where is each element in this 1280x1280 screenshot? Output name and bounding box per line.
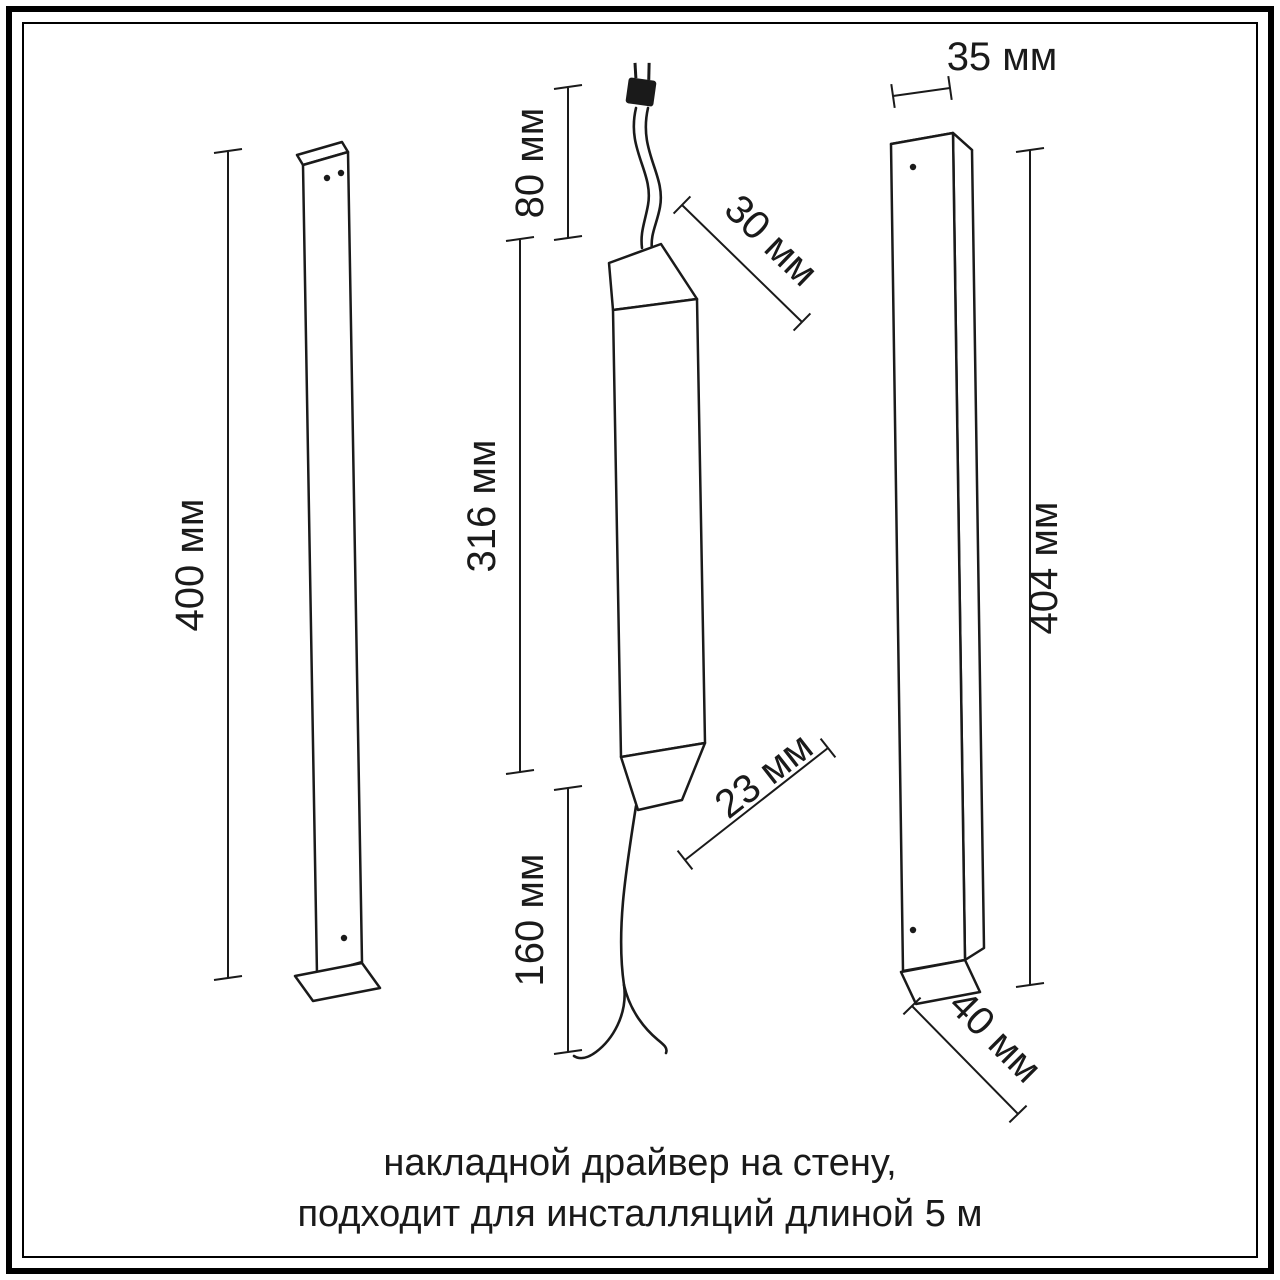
screw-hole	[909, 926, 917, 934]
driver-bottom-wire	[619, 804, 638, 987]
dimension-label-316mm: 316 мм	[460, 440, 504, 573]
driver-bottom-wedge	[619, 741, 707, 812]
outer-frame-line	[6, 6, 1274, 1274]
right-profile-front-face	[889, 131, 967, 973]
dimension-label-35mm: 35 мм	[947, 35, 1058, 79]
dimension-driver-height: 316 мм	[460, 236, 535, 775]
dimension-label-40mm: 40 мм	[941, 982, 1050, 1091]
screw-hole	[337, 169, 345, 177]
dimension-label-80mm: 80 мм	[508, 108, 552, 219]
dimension-label-400mm: 400 мм	[168, 499, 212, 632]
dimension-left-height: 400 мм	[168, 148, 243, 981]
dimension-label-404mm: 404 мм	[1022, 502, 1066, 635]
left-profile-figure: 400 мм	[168, 140, 382, 1003]
dimension-label-160mm: 160 мм	[508, 854, 552, 987]
screw-hole	[340, 934, 348, 942]
right-profile-figure: 35 мм 404 мм 40 мм	[889, 35, 1066, 1124]
caption-block: накладной драйвер на стену, подходит для…	[297, 1142, 982, 1235]
caption-line-1: накладной драйвер на стену,	[383, 1142, 896, 1184]
page-frame	[6, 6, 1274, 1274]
driver-bottom-wire-strand	[572, 983, 626, 1060]
dimension-label-30mm: 30 мм	[716, 186, 826, 294]
driver-top-wire-strand	[644, 106, 663, 252]
driver-bottom-wire-strand	[622, 983, 668, 1055]
screw-hole	[909, 163, 917, 171]
left-profile-foot-plate	[293, 961, 382, 1003]
dimension-right-height: 404 мм	[1015, 147, 1066, 988]
left-profile-front-face	[301, 150, 364, 977]
wire-connector-plug	[625, 62, 657, 107]
dimension-right-width: 35 мм	[890, 35, 1058, 109]
connector-body	[625, 77, 657, 107]
dimension-top-wire-length: 80 мм	[508, 84, 583, 241]
caption-line-2: подходит для инсталляций длиной 5 м	[297, 1193, 982, 1235]
dimension-label-23mm: 23 мм	[707, 724, 821, 827]
right-profile-foot-plate	[899, 958, 982, 1006]
connector-pin	[633, 62, 638, 79]
driver-top-wire-strand	[632, 106, 651, 250]
driver-figure: 80 мм 316 мм 160 мм 30 мм 23	[460, 62, 837, 1060]
screw-hole	[323, 174, 331, 182]
connector-pin	[647, 62, 651, 80]
dimension-bottom-wire-length: 160 мм	[508, 785, 583, 1055]
driver-front-face	[611, 297, 707, 759]
inner-frame-line	[22, 22, 1258, 1258]
